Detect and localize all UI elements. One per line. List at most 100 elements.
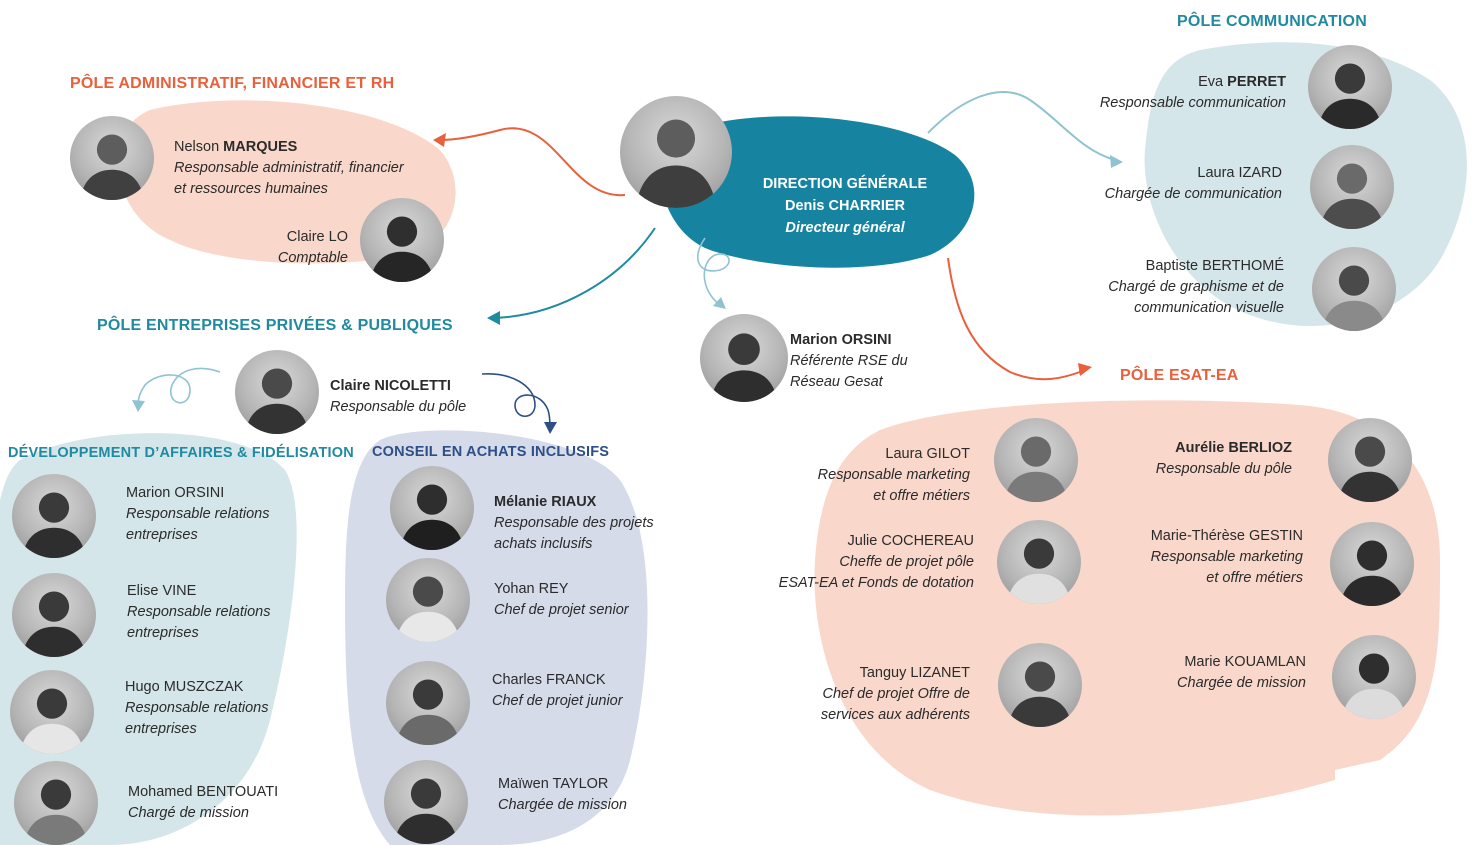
- person-name: Charles FRANCK: [492, 672, 606, 688]
- person-role: Référente RSE du: [790, 353, 908, 369]
- person-role: Chef de projet senior: [494, 602, 629, 618]
- person-photo: [998, 643, 1082, 727]
- person-name: Claire LO: [286, 229, 348, 245]
- person-silhouette-icon: [1342, 653, 1406, 719]
- person-role: Chargée de mission: [1177, 675, 1306, 691]
- person-name: Laura IZARD: [1197, 165, 1282, 181]
- arrow-to-conseil: [481, 373, 551, 429]
- person-photo: [1330, 522, 1414, 606]
- person-role: communication visuelle: [1134, 300, 1284, 316]
- person-photo: [12, 573, 96, 657]
- arrow-to-rse: [696, 237, 730, 306]
- person-silhouette-icon: [394, 778, 458, 844]
- person-role: Réseau Gesat: [790, 374, 883, 390]
- director-name: Denis CHARRIER: [784, 198, 906, 214]
- person-silhouette-icon: [1320, 163, 1384, 229]
- person-name: Julie COCHEREAU: [847, 533, 975, 549]
- arrow-to-admin-head: [433, 133, 446, 147]
- person-role: Chargé de mission: [128, 805, 249, 821]
- person-photo: [12, 474, 96, 558]
- esat-title: PÔLE ESAT-EA: [1120, 367, 1239, 384]
- arrow-to-entreprises-head: [487, 311, 500, 325]
- person-silhouette-icon: [1340, 540, 1404, 606]
- comm-person-2: Laura IZARD Chargée de communication: [1060, 163, 1282, 205]
- person-role: Chargée de mission: [498, 797, 627, 813]
- esat-person-4: Marie-Thérèse GESTIN Responsable marketi…: [1100, 526, 1303, 589]
- conseil-person-3: Charles FRANCK Chef de projet junior: [492, 670, 623, 712]
- person-role: entreprises: [127, 625, 199, 641]
- person-silhouette-icon: [396, 576, 460, 642]
- person-photo: [1312, 247, 1396, 331]
- direction-blob: [661, 116, 975, 268]
- dev-person-2: Elise VINE Responsable relations entrepr…: [127, 581, 270, 644]
- person-photo: [700, 314, 788, 402]
- person-role: Responsable administratif, financier: [174, 160, 404, 176]
- conseil-person-4: Maïwen TAYLOR Chargée de mission: [498, 774, 627, 816]
- person-silhouette-icon: [22, 492, 86, 558]
- admin-person-1: Nelson MARQUES Responsable administratif…: [174, 137, 404, 200]
- person-silhouette-icon: [24, 779, 88, 845]
- person-photo: [997, 520, 1081, 604]
- person-photo: [390, 466, 474, 550]
- person-silhouette-icon: [245, 368, 309, 434]
- person-silhouette-icon: [1004, 436, 1068, 502]
- arrow-to-rse-head: [713, 297, 726, 309]
- person-role: et ressources humaines: [174, 181, 328, 197]
- person-role: Responsable relations: [126, 506, 270, 522]
- person-role: et offre métiers: [873, 488, 970, 504]
- person-name: Marion ORSINI: [126, 485, 225, 501]
- person-silhouette-icon: [1318, 63, 1382, 129]
- person-photo: [70, 116, 154, 200]
- person-role: Responsable communication: [1099, 95, 1286, 111]
- person-silhouette-icon: [710, 333, 778, 402]
- person-name: Laura GILOT: [885, 446, 970, 462]
- person-role: entreprises: [126, 527, 198, 543]
- person-name: Mohamed BENTOUATI: [128, 784, 279, 800]
- person-photo: [384, 760, 468, 844]
- person-photo: [360, 198, 444, 282]
- person-role: Comptable: [277, 250, 348, 266]
- person-silhouette-icon: [1007, 538, 1071, 604]
- arrow-to-communication-head: [1110, 155, 1123, 168]
- dev-person-1: Marion ORSINI Responsable relations entr…: [126, 483, 269, 546]
- esat-person-5: Tanguy LIZANET Chef de projet Offre de s…: [770, 663, 970, 726]
- esat-person-6: Marie KOUAMLAN Chargée de mission: [1100, 652, 1306, 694]
- person-photo: [1328, 418, 1412, 502]
- person-silhouette-icon: [20, 688, 84, 754]
- person-role: achats inclusifs: [494, 536, 593, 552]
- communication-blob: [1144, 42, 1467, 327]
- conseil-person-2: Yohan REY Chef de projet senior: [494, 579, 629, 621]
- arrow-to-esat-head: [1078, 363, 1092, 376]
- person-name: Mélanie RIAUX: [494, 494, 597, 510]
- comm-person-1: Eva PERRET Responsable communication: [1060, 72, 1286, 114]
- person-photo: [10, 670, 94, 754]
- person-role: Responsable du pôle: [330, 399, 467, 415]
- rse-person: Marion ORSINI Référente RSE du Réseau Ge…: [790, 330, 908, 393]
- person-photo: [1310, 145, 1394, 229]
- arrow-to-dev-head: [132, 400, 145, 412]
- person-role: services aux adhérents: [820, 707, 970, 723]
- person-name: Elise VINE: [127, 583, 197, 599]
- arrow-to-dev: [137, 367, 221, 406]
- person-silhouette-icon: [80, 134, 144, 200]
- dev-person-3: Hugo MUSZCZAK Responsable relations entr…: [125, 677, 268, 740]
- admin-title: PÔLE ADMINISTRATIF, FINANCIER ET RH: [70, 75, 395, 92]
- person-silhouette-icon: [396, 679, 460, 745]
- entreprises-title: PÔLE ENTREPRISES PRIVÉES & PUBLIQUES: [97, 317, 453, 334]
- person-role: Responsable des projets: [494, 515, 654, 531]
- esat-blob: [814, 400, 1440, 816]
- person-role: Chargée de communication: [1104, 186, 1282, 202]
- person-name: Baptiste BERTHOMÉ: [1145, 258, 1284, 274]
- person-photo: [994, 418, 1078, 502]
- person-role: Responsable marketing: [1150, 549, 1303, 565]
- person-photo: [1332, 635, 1416, 719]
- person-silhouette-icon: [370, 216, 434, 282]
- person-name: Marion ORSINI: [790, 332, 892, 348]
- person-name: Aurélie BERLIOZ: [1175, 440, 1292, 456]
- person-name: Yohan REY: [494, 581, 569, 597]
- esat-person-1: Laura GILOT Responsable marketing et off…: [770, 444, 970, 507]
- person-role: ESAT-EA et Fonds de dotation: [778, 575, 974, 591]
- communication-title: PÔLE COMMUNICATION: [1177, 13, 1367, 30]
- person-silhouette-icon: [22, 591, 86, 657]
- person-role: Responsable relations: [125, 700, 269, 716]
